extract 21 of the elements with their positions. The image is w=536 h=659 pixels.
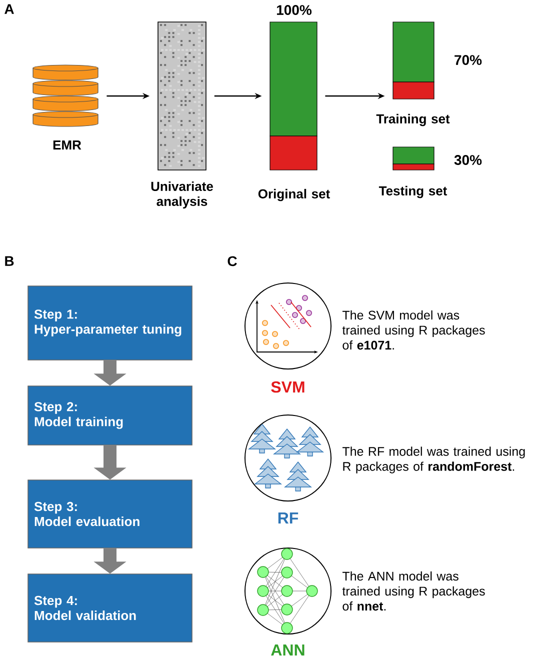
description-text: The RF model was trained using R packages of randomForest.	[342, 446, 525, 474]
node-label: Original set	[258, 188, 330, 202]
node-label: Training set	[376, 114, 450, 126]
description-text: The SVM model was trained using R packages of e1071.	[342, 310, 485, 350]
panel-letter: B	[5, 256, 14, 266]
step-box: Step 1: Hyper-parameter tuning	[28, 286, 192, 360]
node-label: Univariate analysis	[151, 181, 213, 209]
model-label: ANN	[271, 644, 304, 656]
step-box: Step 3: Model evaluation	[28, 480, 192, 548]
percent-label: 100%	[276, 5, 312, 15]
node-label: Testing set	[378, 186, 448, 198]
step-box: Step 2: Model training	[28, 386, 192, 446]
model-label: RF	[278, 512, 298, 524]
percent-label: 70%	[454, 55, 482, 65]
percent-label: 30%	[454, 155, 482, 165]
description-text: The ANN model was trained using R packages of nnet.	[342, 571, 485, 611]
panel-letter: A	[4, 4, 14, 14]
node-label: EMR	[53, 140, 82, 150]
step-box: Step 4: Model validation	[28, 574, 192, 642]
model-label: SVM	[271, 381, 304, 393]
panel-letter: C	[228, 256, 237, 266]
